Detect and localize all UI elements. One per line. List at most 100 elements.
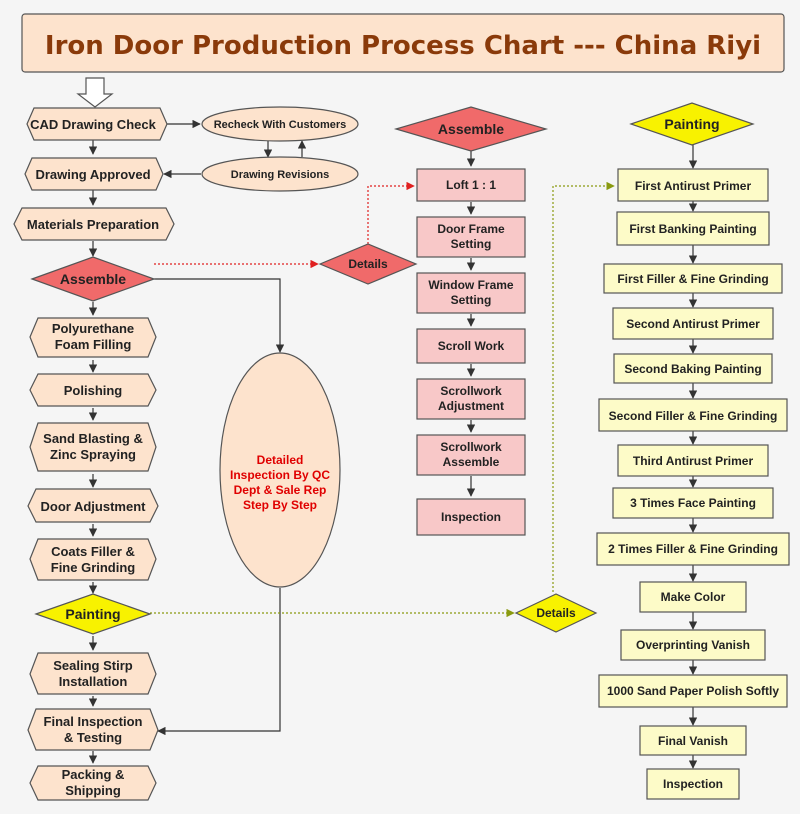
right-painting-diamond (629, 102, 755, 146)
sealing-strip-label-1: Sealing Stirp (53, 658, 133, 673)
recheck-customers-node (201, 106, 359, 142)
qc-inspection-line-3: Dept & Sale Rep (234, 483, 327, 497)
polishing-node (29, 373, 157, 407)
polishing-label: Polishing (64, 383, 123, 398)
title-banner (21, 13, 785, 73)
packing-shipping-label-2: Shipping (65, 783, 121, 798)
packing-shipping-label-1: Packing & (62, 767, 125, 782)
door-frame-setting-node (416, 216, 526, 258)
page-title: Iron Door Production Process Chart --- C… (45, 31, 761, 61)
second-antirust-primer-node (612, 307, 774, 340)
packing-shipping-node (29, 765, 157, 801)
sand-blasting-label-1: Sand Blasting & (43, 431, 143, 446)
second-filler-grinding-label: Second Filler & Fine Grinding (609, 409, 778, 423)
window-frame-label-2: Setting (451, 293, 492, 307)
loft-label: Loft 1 : 1 (446, 178, 496, 192)
scrollwork-adjustment-node (416, 378, 526, 420)
scroll-work-node (416, 328, 526, 364)
face-painting-node (612, 487, 774, 519)
coats-filler-label-1: Coats Filler & (51, 544, 135, 559)
sealing-strip-label-2: Installation (59, 674, 128, 689)
final-vanish-label: Final Vanish (658, 734, 728, 748)
cad-drawing-check-label: CAD Drawing Check (30, 117, 156, 132)
details-painting-label: Details (536, 606, 576, 620)
final-inspection-label-1: Final Inspection (44, 714, 143, 729)
scrollwork-adjustment-label-1: Scrollwork (440, 384, 502, 398)
sand-paper-polish-label: 1000 Sand Paper Polish Softly (607, 684, 779, 698)
third-antirust-primer-node (617, 444, 769, 477)
first-banking-painting-node (616, 211, 770, 246)
right-steps: First Antirust Primer First Banking Pain… (596, 168, 790, 800)
door-adjustment-label: Door Adjustment (41, 499, 147, 514)
sand-blasting-node (29, 422, 157, 472)
middle-inspection-label: Inspection (441, 510, 501, 524)
second-baking-painting-node (613, 353, 773, 384)
first-antirust-primer-node (617, 168, 769, 202)
first-antirust-primer-label: First Antirust Primer (635, 179, 752, 193)
final-inspection-node (27, 708, 159, 751)
overprinting-vanish-label: Overprinting Vanish (636, 638, 750, 652)
coats-filler-label-2: Fine Grinding (51, 560, 136, 575)
two-times-filler-label: 2 Times Filler & Fine Grinding (608, 542, 778, 556)
qc-inspection-line-1: Detailed (257, 453, 304, 467)
face-painting-label: 3 Times Face Painting (630, 496, 756, 510)
scrollwork-assemble-label-1: Scrollwork (440, 440, 502, 454)
drawing-revisions-label: Drawing Revisions (231, 169, 329, 181)
details-painting-diamond (514, 593, 598, 633)
window-frame-label-1: Window Frame (428, 278, 514, 292)
make-color-node (639, 581, 747, 613)
cad-drawing-check-node (26, 107, 168, 141)
recheck-customers-label: Recheck With Customers (214, 119, 347, 131)
left-connectors (88, 119, 615, 764)
middle-assemble-diamond (393, 106, 549, 152)
second-baking-painting-label: Second Baking Painting (624, 362, 761, 376)
drawing-approved-label: Drawing Approved (35, 167, 150, 182)
second-filler-grinding-node (598, 398, 788, 432)
right-inspection-node (646, 768, 740, 800)
sealing-strip-node (29, 652, 157, 695)
materials-preparation-node (13, 207, 175, 241)
coats-filler-node (29, 538, 157, 581)
overprinting-vanish-node (620, 629, 766, 661)
loft-node (416, 168, 526, 202)
sand-paper-polish-node (598, 674, 788, 708)
foam-filling-label-1: Polyurethane (52, 321, 134, 336)
final-inspection-label-2: & Testing (64, 730, 122, 745)
second-antirust-primer-label: Second Antirust Primer (626, 317, 760, 331)
qc-inspection-line-2: Inspection By QC (230, 468, 330, 482)
door-frame-label-2: Setting (451, 237, 492, 251)
first-filler-grinding-label: First Filler & Fine Grinding (617, 272, 768, 286)
first-banking-painting-label: First Banking Painting (629, 222, 756, 236)
foam-filling-node (29, 317, 157, 358)
drawing-approved-node (24, 157, 164, 191)
scrollwork-assemble-label-2: Assemble (443, 455, 500, 469)
middle-inspection-node (416, 498, 526, 536)
right-painting-label: Painting (664, 116, 719, 132)
scroll-work-label: Scroll Work (438, 339, 505, 353)
door-adjustment-node (27, 488, 159, 523)
painting-label: Painting (65, 606, 120, 622)
two-times-filler-node (596, 532, 790, 566)
drawing-revisions-node (201, 156, 359, 192)
foam-filling-label-2: Foam Filling (55, 337, 132, 352)
details-assemble-diamond (318, 243, 418, 285)
painting-diamond (34, 593, 152, 635)
scrollwork-adjustment-label-2: Adjustment (438, 399, 504, 413)
third-antirust-primer-label: Third Antirust Primer (633, 454, 754, 468)
window-frame-setting-node (416, 272, 526, 314)
sand-blasting-label-2: Zinc Spraying (50, 447, 136, 462)
details-assemble-label: Details (348, 257, 388, 271)
door-frame-label-1: Door Frame (437, 222, 505, 236)
start-arrow-icon (76, 77, 114, 108)
qc-inspection-line-4: Step By Step (243, 498, 317, 512)
assemble-label: Assemble (60, 271, 126, 287)
make-color-label: Make Color (661, 590, 726, 604)
scrollwork-assemble-node (416, 434, 526, 476)
middle-assemble-label: Assemble (438, 121, 504, 137)
materials-preparation-label: Materials Preparation (27, 217, 159, 232)
qc-inspection-oval (219, 352, 341, 588)
final-vanish-node (639, 725, 747, 756)
assemble-diamond (30, 256, 156, 302)
first-filler-grinding-node (603, 263, 783, 294)
